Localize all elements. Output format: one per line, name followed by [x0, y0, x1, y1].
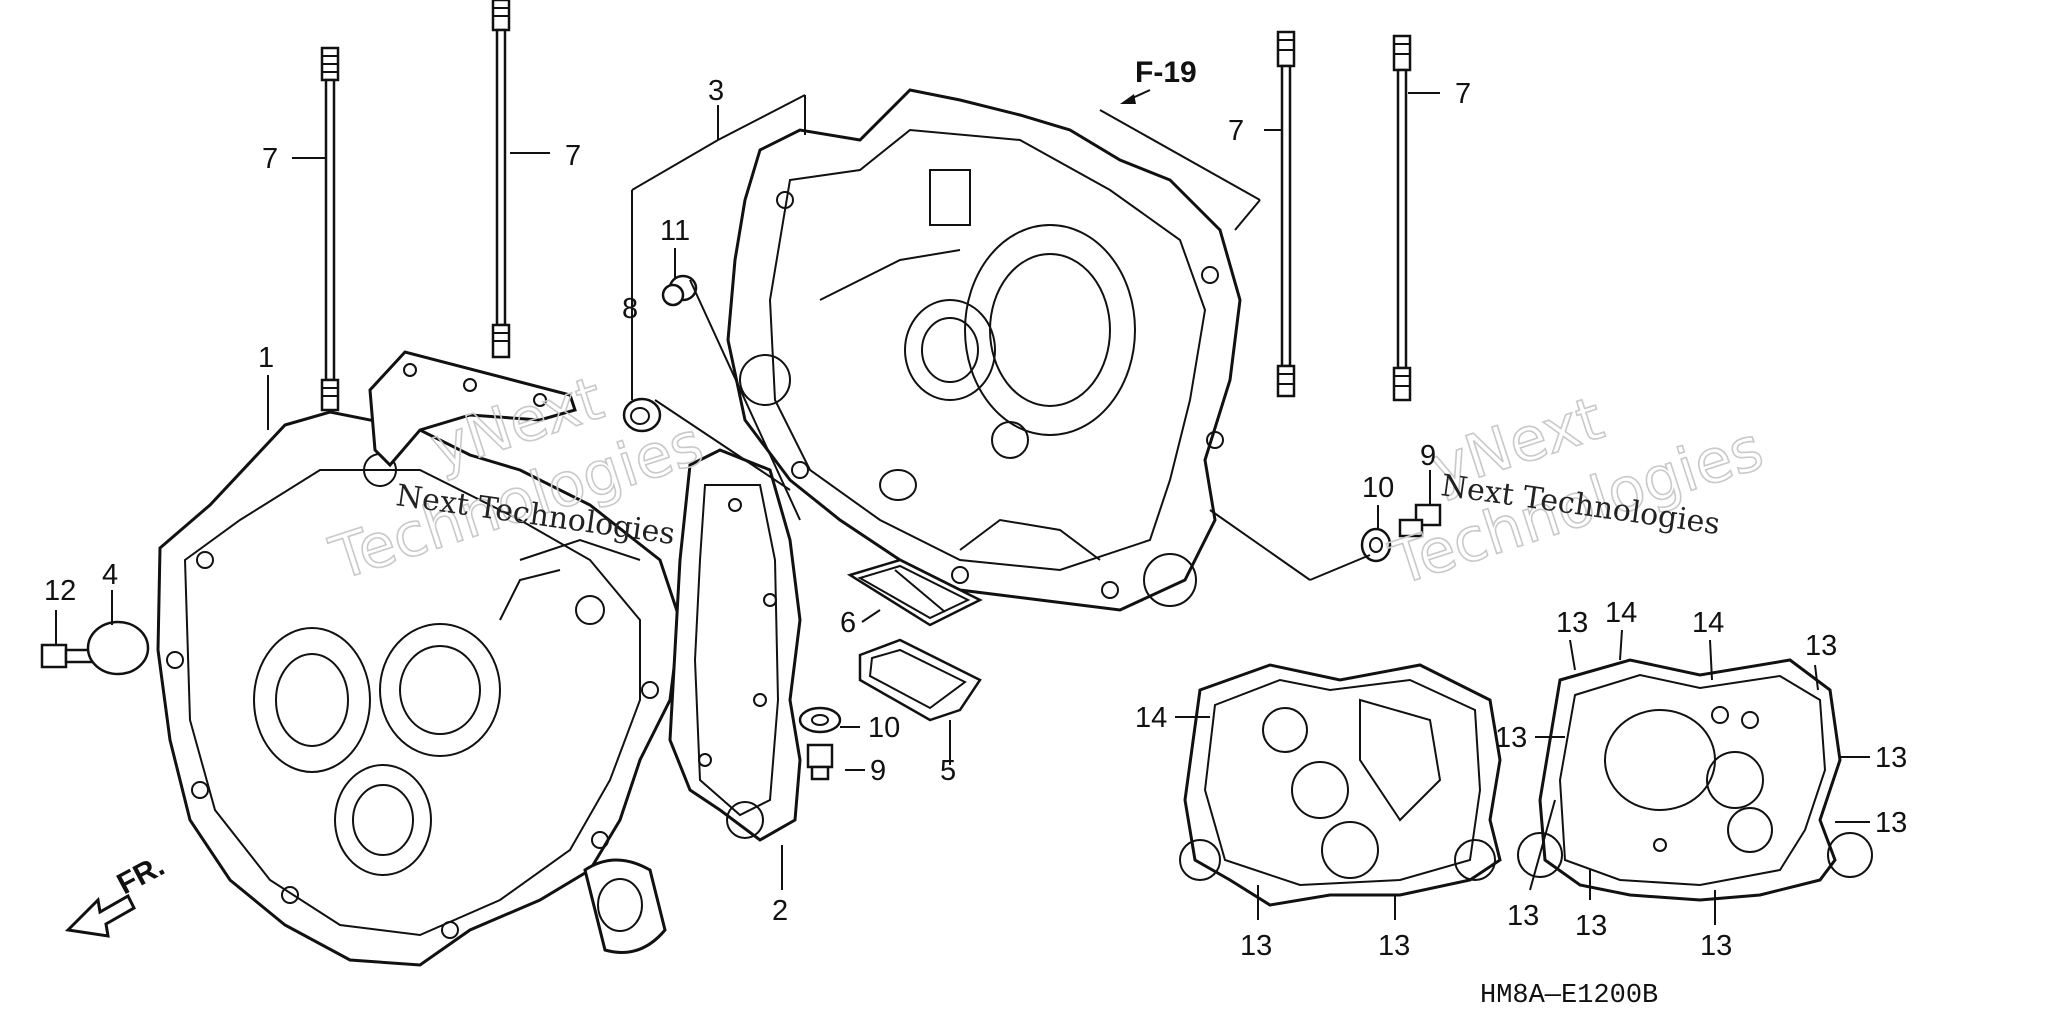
- callout-7-d: 7: [1455, 78, 1471, 110]
- callout-14-b: 14: [1605, 597, 1637, 629]
- callout-14-c: 14: [1692, 607, 1724, 639]
- callout-6: 6: [840, 607, 856, 639]
- section-ref-label: F-19: [1135, 56, 1197, 89]
- callout-13-g: 13: [1575, 910, 1607, 942]
- drawing-code: HM8A—E1200B: [1480, 981, 1658, 1011]
- strainer-frame-5: [858, 638, 982, 722]
- callout-13-e: 13: [1875, 807, 1907, 839]
- washer-10-lower: [798, 706, 842, 734]
- right-crankcase: [726, 88, 1242, 612]
- callout-7-b: 7: [565, 140, 581, 172]
- oil-seal-8: [622, 397, 662, 433]
- callout-13-f: 13: [1507, 900, 1539, 932]
- callout-13-a: 13: [1556, 607, 1588, 639]
- callout-13-d: 13: [1875, 742, 1907, 774]
- upper-gasket-plate: [368, 350, 577, 468]
- strainer-screen-6: [846, 558, 983, 627]
- leader-lines: [55, 92, 1870, 925]
- callout-13-h: 13: [1700, 930, 1732, 962]
- callout-10-right: 10: [1362, 472, 1394, 504]
- callout-13-b: 13: [1805, 630, 1837, 662]
- callout-5: 5: [940, 755, 956, 787]
- cover-plate-4: [86, 620, 150, 676]
- stud-bolt-left-1: [320, 46, 340, 412]
- dowel-pin-11: [661, 274, 698, 307]
- callout-1: 1: [258, 342, 274, 374]
- callout-7-a: 7: [262, 143, 278, 175]
- gasket-view-right: [1517, 658, 1873, 902]
- callout-13-j: 13: [1378, 930, 1410, 962]
- stud-bolt-right-1: [1276, 30, 1296, 398]
- front-direction-label: FR.: [112, 849, 170, 901]
- callout-2: 2: [772, 895, 788, 927]
- section-ref-arrow: [1120, 89, 1151, 104]
- callout-13-c: 13: [1495, 722, 1527, 754]
- stud-bolt-right-2: [1392, 34, 1412, 402]
- callout-9-right: 9: [1420, 440, 1436, 472]
- callout-12: 12: [44, 575, 76, 607]
- callout-4: 4: [102, 559, 118, 591]
- callout-7-c: 7: [1228, 115, 1244, 147]
- stud-bolt-left-2: [491, 0, 511, 359]
- drain-bolt-9-right: [1398, 503, 1442, 538]
- callout-9-lower: 9: [870, 755, 886, 787]
- callout-3: 3: [708, 75, 724, 107]
- callout-13-i: 13: [1240, 930, 1272, 962]
- callout-10-lower: 10: [868, 712, 900, 744]
- callout-14-a: 14: [1135, 702, 1167, 734]
- washer-10-right: [1360, 527, 1392, 563]
- front-direction-arrow-icon: [64, 893, 136, 938]
- callout-8: 8: [622, 293, 638, 325]
- crankcase-gasket: [583, 448, 802, 954]
- callout-11: 11: [660, 215, 690, 247]
- gasket-view-left: [1179, 663, 1502, 907]
- drain-bolt-9-lower: [806, 743, 834, 781]
